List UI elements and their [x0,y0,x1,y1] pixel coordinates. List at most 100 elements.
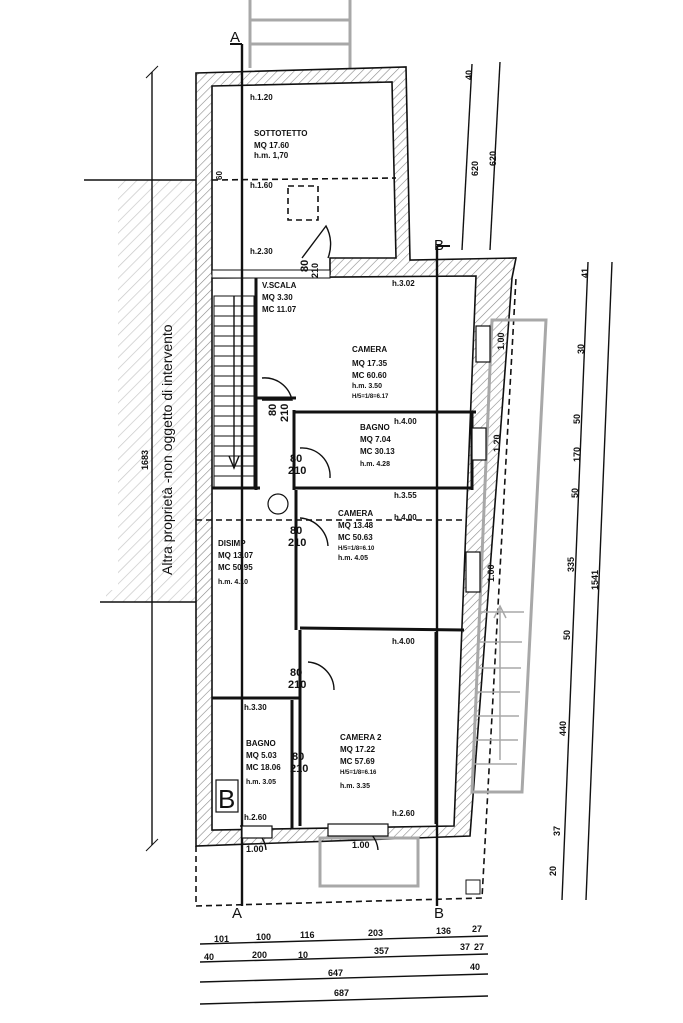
room-mc: MC 50.95 [218,563,253,572]
svg-text:210: 210 [310,263,320,278]
bdim-27a: 27 [472,924,482,934]
height-dimension: 1683 [140,65,159,852]
stair-marker: B [218,784,235,814]
svg-text:210: 210 [288,679,306,691]
external-step-bottom [318,836,420,888]
external-stair-top [248,0,352,68]
corner-square [465,879,481,895]
bdim-116: 116 [300,930,315,940]
window-2-label: 1.20 [492,434,502,452]
rdim-620b: 620 [488,151,498,166]
svg-text:80: 80 [292,751,304,763]
level-h330: h.3.30 [244,703,267,712]
door-labels: 80 210 80 210 80 210 80 210 80 210 80 21… [267,260,320,775]
bdim-27b: 27 [474,942,484,952]
neighbor-property: Altra proprietà -non oggetto di interven… [84,179,196,603]
window-5-label: 1.00 [352,840,370,850]
svg-text:210: 210 [290,763,308,775]
room-name: SOTTOTETTO [254,129,307,138]
room-bagno-2: h.3.30 BAGNO MQ 5.03 MC 18.06 h.m. 3.05 … [215,703,281,822]
room-mq: MQ 17.35 [352,359,388,368]
section-a-top: A [230,29,240,46]
rdim-170: 170 [572,447,582,462]
level-h160: h.1.60 [250,181,273,190]
room-mq: MQ 5.03 [246,751,277,760]
level-h400b: h.4.00 [394,513,417,522]
section-a-bottom: A [232,905,242,922]
door-6: 80 210 [290,751,308,775]
level-h400: h.4.00 [394,417,417,426]
bdim-203: 203 [368,928,383,938]
rdim-620a: 620 [470,161,480,176]
level-h302: h.3.02 [392,279,415,288]
window-1-label: 1.00 [496,332,506,350]
room-mc: MC 57.69 [340,757,375,766]
rdim-40: 40 [464,70,474,80]
door-1: 80 210 [299,260,320,278]
room-mq: MQ 3.30 [262,293,293,302]
bdim-40: 40 [204,952,214,962]
section-b-top: B [434,237,444,254]
bdim-37: 37 [460,942,470,952]
room-hm: h.m. 3.05 [246,779,276,786]
bdim-40b: 40 [470,962,480,972]
wall-dim-60: 60 [215,171,224,180]
right-dimension-labels: 40 620 620 41 30 50 170 50 335 1541 50 4… [464,70,600,876]
svg-text:80: 80 [299,260,311,272]
svg-text:80: 80 [290,453,302,465]
room-name: CAMERA 2 [340,733,382,742]
room-hm: h.m. 3.50 [352,383,382,390]
windows: 1.00 1.20 1.00 1.00 1.00 [241,325,506,895]
room-mc: MC 11.07 [262,305,297,314]
bottom-dimension-labels: 101 100 116 203 136 27 40 200 10 357 37 … [204,924,484,998]
room-hm: h.m. 4.05 [338,555,368,562]
stair-marker-box [215,779,239,813]
rdim-41: 41 [580,268,590,278]
room-name: BAGNO [246,739,276,748]
level-h355: h.3.55 [394,491,417,500]
room-mq: MQ 17.22 [340,745,376,754]
bdim-101: 101 [214,934,229,944]
room-camera-2: h.4.00 CAMERA 2 MQ 17.22 MC 57.69 H/5=1/… [340,637,415,818]
level-h230: h.2.30 [250,247,273,256]
svg-text:210: 210 [279,404,291,422]
svg-text:210: 210 [288,537,306,549]
bdim-357: 357 [374,946,389,956]
room-name: CAMERA [352,345,387,354]
room-mq: MQ 13.07 [218,551,254,560]
section-line-a: A A [230,29,244,922]
rdim-50c: 50 [562,630,572,640]
room-mc: MC 60.60 [352,371,387,380]
interior-stair [213,295,255,489]
room-mq: MQ 7.04 [360,435,391,444]
level-h120: h.1.20 [250,93,273,102]
external-ramp [470,318,548,794]
room-camera-mid: h.3.55 h.4.00 CAMERA MQ 13.48 MC 50.63 H… [338,491,417,562]
door-2: 80 210 [267,404,291,422]
room-sottotetto: h.1.20 SOTTOTETTO MQ 17.60 h.m. 1,70 h.1… [215,93,307,256]
room-bagno-1: h.4.00 BAGNO MQ 7.04 MC 30.13 h.m. 4.28 [360,417,417,468]
room-mc: MC 18.06 [246,763,281,772]
room-hm: h.m. 4.28 [360,461,390,468]
room-hm: h.m. 3.35 [340,783,370,790]
room-mq: MQ 17.60 [254,141,290,150]
window-3-label: 1.00 [486,564,496,582]
room-ratio: H/5=1/8=6.17 [352,394,389,400]
rdim-50a: 50 [572,414,582,424]
svg-text:210: 210 [288,465,306,477]
room-mq: MQ 13.48 [338,521,374,530]
svg-text:80: 80 [290,525,302,537]
rdim-1541: 1541 [590,570,600,590]
level-h400c: h.4.00 [392,637,415,646]
door-3: 80 210 [288,453,306,477]
right-dimensions [461,61,613,901]
ventilation-mark [267,493,289,515]
neighbor-note: Altra proprietà -non oggetto di interven… [159,324,175,575]
svg-text:80: 80 [290,667,302,679]
bdim-10: 10 [298,950,308,960]
svg-text:80: 80 [267,404,279,416]
room-name: V.SCALA [262,281,297,290]
rdim-37: 37 [552,826,562,836]
room-scala: V.SCALA MQ 3.30 MC 11.07 [262,281,297,314]
room-mc: MC 50.63 [338,533,373,542]
